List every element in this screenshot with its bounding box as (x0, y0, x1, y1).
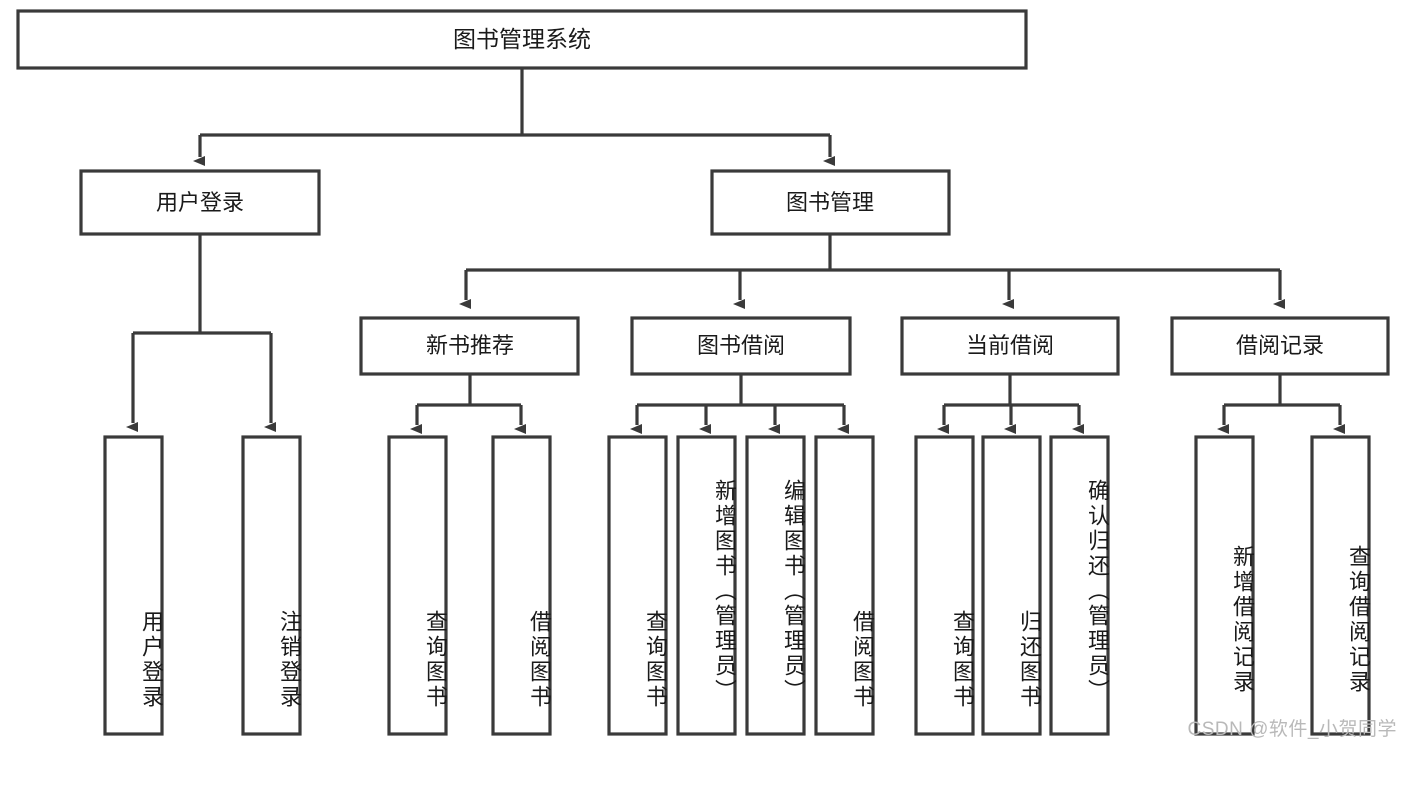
node-borrow-record[interactable]: 借阅记录 (1170, 316, 1390, 376)
node-book-borrow-label: 图书借阅 (697, 333, 785, 358)
leaf-box-return-book[interactable] (981, 435, 1042, 736)
diagram-canvas: 图书管理系统 用户登录 图书管理 新书推荐 图书借阅 当前借阅 借阅记录 (16, 9, 1390, 736)
node-current-borrow[interactable]: 当前借阅 (900, 316, 1120, 376)
node-book-borrow[interactable]: 图书借阅 (630, 316, 852, 376)
leaf-box-confirm-return[interactable] (1049, 435, 1110, 736)
leaf-box-borrow-book-2[interactable] (814, 435, 875, 736)
connector-currentborrow-to-leaves (937, 374, 1084, 434)
leaf-box-borrow-book-1[interactable] (491, 435, 552, 736)
connector-root-to-level1 (193, 68, 835, 166)
connector-bookmanage-to-level2 (459, 234, 1285, 309)
node-borrow-record-label: 借阅记录 (1236, 333, 1324, 358)
flowchart-diagram: 图书管理系统 用户登录 图书管理 新书推荐 图书借阅 当前借阅 借阅记录 (16, 9, 1397, 740)
node-user-login[interactable]: 用户登录 (79, 169, 321, 236)
node-book-manage[interactable]: 图书管理 (710, 169, 951, 236)
leaf-box-edit-book[interactable] (745, 435, 806, 736)
node-book-manage-label: 图书管理 (786, 190, 874, 215)
csdn-watermark: CSDN @软件_小贺同学 (1187, 719, 1397, 740)
connector-bookborrow-to-leaves (630, 374, 849, 434)
connector-newbook-to-leaves (410, 374, 526, 434)
leaf-box-logout-login[interactable] (241, 435, 302, 736)
node-root[interactable]: 图书管理系统 (16, 9, 1028, 70)
leaf-box-query-book-3[interactable] (914, 435, 975, 736)
connector-borrowrecord-to-leaves (1217, 374, 1345, 434)
node-root-label: 图书管理系统 (453, 26, 591, 52)
leaf-box-add-record[interactable] (1194, 435, 1255, 736)
leaf-box-query-book-1[interactable] (387, 435, 448, 736)
node-new-book-recommend-label: 新书推荐 (426, 333, 514, 358)
leaf-box-user-login[interactable] (103, 435, 164, 736)
leaf-boxes (103, 435, 1371, 736)
node-current-borrow-label: 当前借阅 (966, 333, 1054, 358)
connector-userlogin-to-leaves (126, 234, 276, 432)
node-user-login-label: 用户登录 (156, 190, 244, 215)
leaf-box-query-record[interactable] (1310, 435, 1371, 736)
leaf-box-query-book-2[interactable] (607, 435, 668, 736)
leaf-box-add-book[interactable] (676, 435, 737, 736)
node-new-book-recommend[interactable]: 新书推荐 (359, 316, 580, 376)
